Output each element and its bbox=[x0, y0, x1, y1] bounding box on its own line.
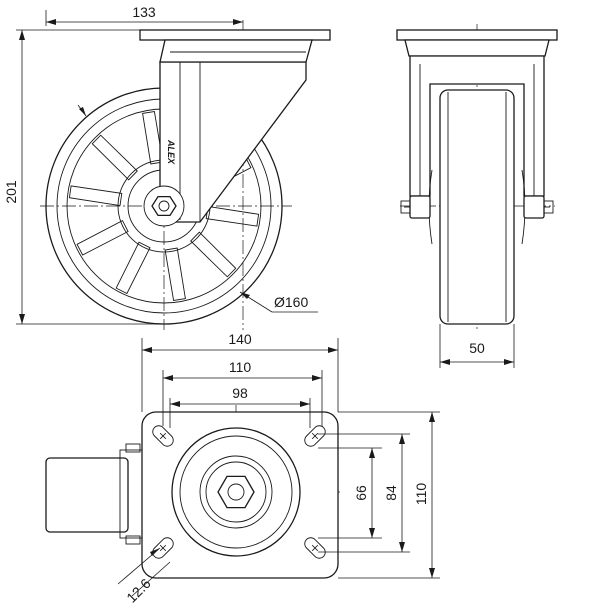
wheel-spoke bbox=[205, 205, 260, 227]
dim-140-label: 140 bbox=[228, 331, 252, 347]
axle-nut-side bbox=[143, 185, 185, 227]
dim-66-label: 66 bbox=[353, 485, 369, 501]
top-view: 140 110 98 66 bbox=[45, 331, 440, 606]
wheel-spoke bbox=[164, 247, 186, 302]
king-pin-nut bbox=[217, 475, 255, 509]
dim-160-label: Ø160 bbox=[274, 294, 308, 310]
dim-110-top-label: 110 bbox=[229, 359, 252, 375]
dim-wheel-diameter: Ø160 bbox=[77, 104, 318, 313]
dim-110-right-label: 110 bbox=[413, 483, 429, 506]
wheel-spoke bbox=[142, 110, 164, 165]
dim-plate-width: 140 bbox=[141, 331, 339, 412]
wheel-spoke bbox=[68, 185, 123, 207]
dim-wheel-width: 50 bbox=[439, 324, 515, 368]
dim-201-label: 201 bbox=[3, 180, 19, 204]
dim-bolt-inner: 98 bbox=[169, 385, 311, 428]
mounting-holes bbox=[152, 425, 326, 559]
top-plate-side bbox=[139, 29, 331, 63]
dim-50-label: 50 bbox=[469, 340, 485, 356]
dim-swivel-offset: 133 bbox=[45, 4, 243, 26]
dim-98-label: 98 bbox=[232, 385, 248, 401]
wheel-spoke bbox=[91, 134, 138, 181]
brand-logo: ALEX bbox=[166, 139, 176, 165]
front-view: 50 bbox=[396, 24, 558, 368]
dim-overall-height: 201 bbox=[3, 29, 164, 325]
wheel-spoke bbox=[76, 219, 129, 256]
side-view: ALEX 133 201 Ø160 bbox=[3, 4, 331, 330]
dim-hole-spacing: 66 84 110 bbox=[318, 411, 440, 579]
wheel-spoke bbox=[190, 231, 237, 278]
dim-133-label: 133 bbox=[132, 4, 156, 20]
dim-12-6-label: 12.6 bbox=[123, 575, 154, 606]
dim-bolt-outer: 110 bbox=[162, 359, 323, 426]
dim-84-label: 84 bbox=[383, 485, 399, 501]
wheel-spoke bbox=[115, 241, 151, 295]
